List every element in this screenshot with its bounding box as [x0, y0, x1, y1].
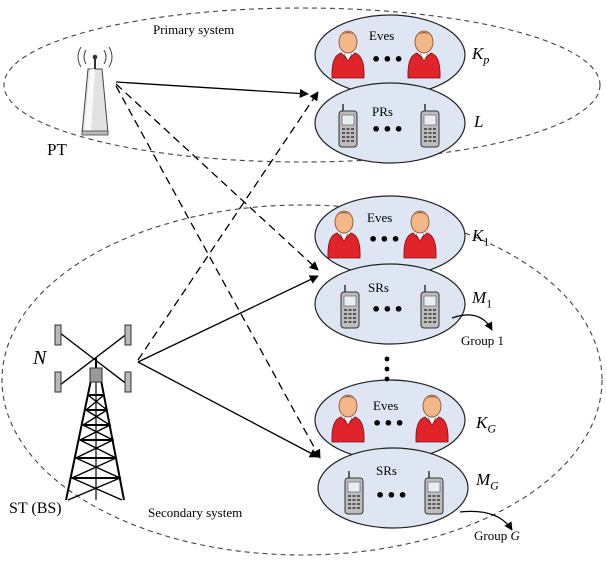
groupG-pointer-arrow	[459, 510, 513, 531]
pt-label: PT	[47, 140, 67, 159]
kg-symbol: KG	[476, 413, 497, 436]
group1-srs-label: SRs	[368, 280, 389, 295]
primary-system-boundary	[3, 7, 601, 163]
st-bs-label: ST (BS)	[9, 500, 62, 517]
pt-to-groupG-interference	[115, 85, 321, 459]
primary-system-title: Primary system	[153, 22, 235, 37]
ellipsis: •••	[371, 50, 405, 69]
primary-eves-label: Eves	[369, 28, 395, 43]
tower-antenna-panels	[54, 324, 132, 393]
group1-label: Group 1	[461, 333, 504, 348]
ellipsis: •••	[372, 414, 406, 433]
groupG-label: Group G	[474, 528, 520, 543]
group1-eves-label: Eves	[367, 210, 393, 225]
vertical-ellipsis	[384, 356, 390, 382]
kp-symbol: Kp	[472, 44, 490, 67]
k1-symbol: K1	[472, 226, 490, 249]
st-to-primary-interference	[137, 91, 319, 361]
st-to-groupG-link	[137, 361, 319, 458]
prs-label: PRs	[372, 104, 393, 119]
secondary-system-boundary	[1, 204, 603, 556]
groupG-srs-label: SRs	[376, 463, 397, 478]
group1-pointer-arrow	[451, 314, 493, 331]
n-antennas-symbol: N	[33, 347, 47, 369]
groupG-eves-label: Eves	[373, 398, 399, 413]
ellipsis: •••	[368, 230, 402, 249]
ellipsis: •••	[371, 120, 405, 139]
mg-symbol: MG	[476, 470, 499, 493]
secondary-system-title: Secondary system	[148, 505, 243, 520]
pt-to-primary-link	[115, 81, 309, 99]
l-symbol: L	[474, 112, 484, 131]
primary-transmitter-icon	[77, 46, 113, 136]
ellipsis: •••	[375, 486, 409, 505]
st-to-group1-link	[137, 275, 319, 363]
pt-to-group1-interference	[115, 83, 319, 271]
base-station-tower-icon	[59, 332, 129, 501]
m1-symbol: M1	[472, 288, 493, 311]
ellipsis: •••	[371, 300, 405, 319]
